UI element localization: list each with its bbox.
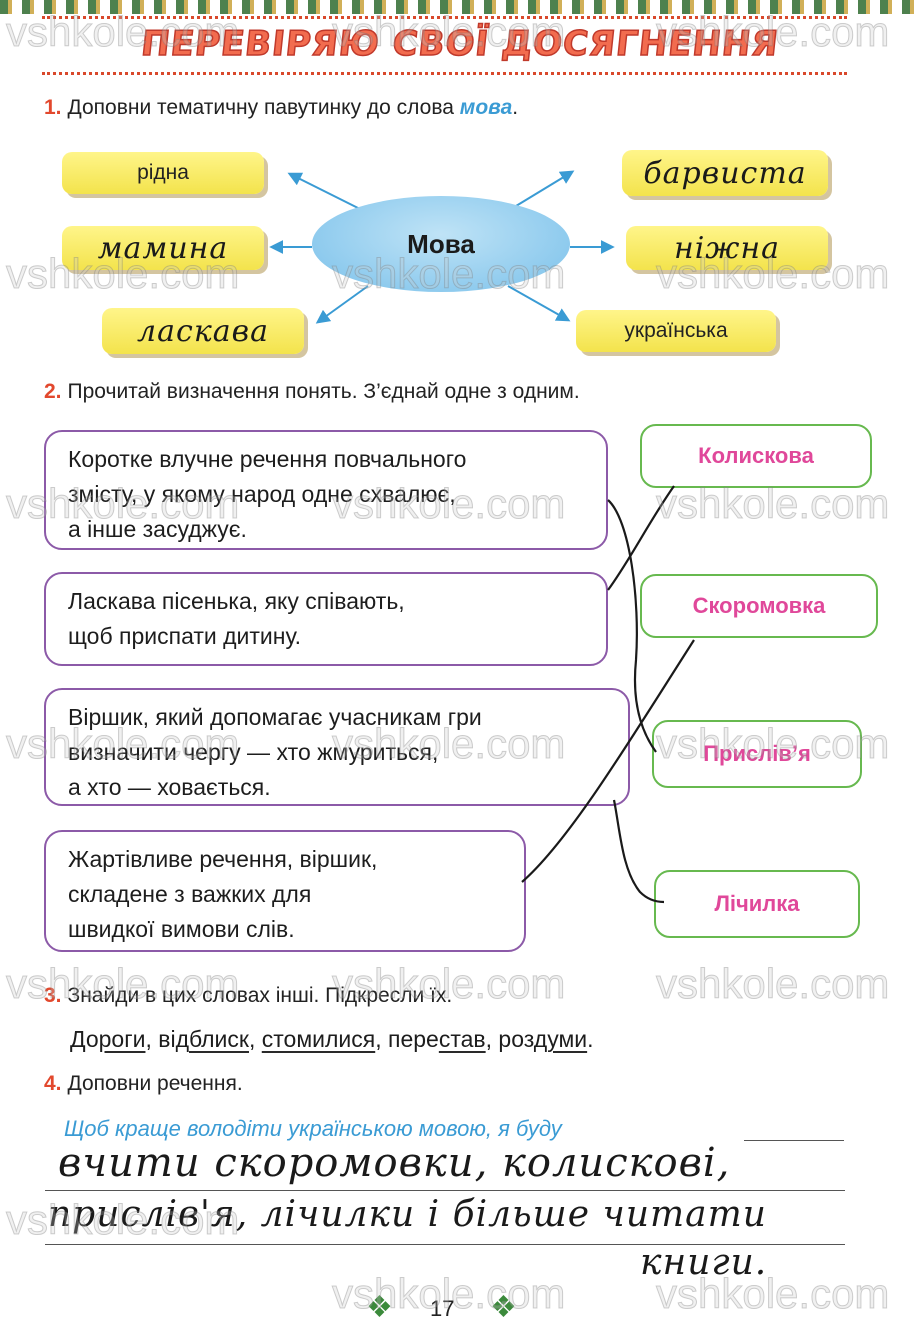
arrow-left-bottom bbox=[315, 285, 369, 324]
underlined-part: роги bbox=[98, 1026, 146, 1052]
underlined-part: блиск bbox=[189, 1026, 249, 1052]
task2-instruction: 2.Прочитай визначення понять. З’єднай од… bbox=[44, 380, 580, 404]
term-label: Прислів’я bbox=[703, 741, 811, 766]
definition-line: змісту, у якому народ одне схвалює, bbox=[68, 481, 456, 507]
definition-line: Ласкава пісенька, яку співають, bbox=[68, 588, 405, 614]
task3-text: Знайди в цих словах інші. Підкресли їх. bbox=[67, 984, 453, 1007]
underlined-part: стомилися bbox=[261, 1026, 376, 1052]
term-box-3: Прислів’я bbox=[652, 720, 862, 788]
definition-box-2: Ласкава пісенька, яку співають, щоб прис… bbox=[44, 572, 608, 666]
answer-line-2 bbox=[45, 1244, 845, 1245]
web-word-right-bottom: українська bbox=[624, 319, 728, 342]
web-tag-right-mid: ніжна bbox=[626, 226, 828, 270]
decorative-top-border bbox=[0, 0, 919, 14]
definition-line: Віршик, який допомагає учасникам гри bbox=[68, 704, 482, 730]
title-dotted-line-bottom bbox=[42, 72, 847, 75]
definition-line: визначити чергу — хто жмуриться, bbox=[68, 739, 439, 765]
word-3: стомилися, bbox=[261, 1026, 382, 1052]
task3-number: 3. bbox=[44, 984, 62, 1007]
web-word-right-top: барвиста bbox=[643, 155, 807, 191]
task2-number: 2. bbox=[44, 380, 62, 403]
center-word: Мова bbox=[407, 228, 475, 259]
definition-line: Жартівливе речення, віршик, bbox=[68, 846, 378, 872]
match-line-4 bbox=[521, 639, 695, 883]
web-tag-right-bottom: українська bbox=[576, 310, 776, 352]
definition-line: Коротке влучне речення повчального bbox=[68, 446, 467, 472]
term-label: Скоромовка bbox=[692, 593, 826, 618]
task3-word-list: Дороги, відблиск, стомилися, перестав, р… bbox=[70, 1026, 594, 1053]
term-label: Лічилка bbox=[714, 891, 800, 916]
ornament-left-icon: ❖ bbox=[366, 1291, 393, 1324]
task2-text: Прочитай визначення понять. З’єднай одне… bbox=[67, 380, 580, 403]
page-number: 17 bbox=[430, 1296, 455, 1321]
web-tag-left-mid: мамина bbox=[62, 226, 264, 270]
underlined-part: став bbox=[438, 1026, 486, 1052]
definition-box-3: Віршик, який допомагає учасникам гри виз… bbox=[44, 688, 630, 806]
term-label: Колискова bbox=[698, 443, 814, 468]
answer-line-0 bbox=[744, 1140, 844, 1141]
word-4: перестав, bbox=[388, 1026, 493, 1052]
task1-highlight: мова bbox=[459, 96, 513, 119]
center-cloud: Мова bbox=[312, 196, 570, 292]
web-tag-left-bottom: ласкава bbox=[102, 308, 304, 354]
handwritten-answer-line-1: вчити скоромовки, колискові, bbox=[58, 1140, 731, 1186]
task3-instruction: 3.Знайди в цих словах інші. Підкресли їх… bbox=[44, 984, 452, 1008]
handwritten-answer-line-3: книги. bbox=[640, 1242, 768, 1283]
definition-line: щоб приспати дитину. bbox=[68, 623, 302, 649]
task4-instruction: 4.Доповни речення. bbox=[44, 1072, 243, 1096]
definition-line: швидкої вимови слів. bbox=[68, 916, 295, 942]
match-line-1 bbox=[607, 499, 657, 753]
definition-line: а хто — ховається. bbox=[68, 774, 271, 800]
answer-line-1 bbox=[45, 1190, 845, 1191]
task4-text: Доповни речення. bbox=[67, 1072, 243, 1095]
definition-box-4: Жартівливе речення, віршик, складене з в… bbox=[44, 830, 526, 952]
word-5: роздуми. bbox=[498, 1026, 594, 1052]
term-box-1: Колискова bbox=[640, 424, 872, 488]
title-dotted-line-top bbox=[42, 16, 847, 19]
definition-box-1: Коротке влучне речення повчального зміст… bbox=[44, 430, 608, 550]
web-word-left-mid: мамина bbox=[97, 230, 229, 266]
definition-line: складене з важких для bbox=[68, 881, 312, 907]
task1-number: 1. bbox=[44, 96, 62, 119]
task1-end: . bbox=[512, 96, 519, 119]
definition-line: а інше засуджує. bbox=[68, 516, 247, 542]
ornament-right-icon: ❖ bbox=[490, 1291, 517, 1324]
task4-number: 4. bbox=[44, 1072, 62, 1095]
term-box-2: Скоромовка bbox=[640, 574, 878, 638]
match-line-3 bbox=[612, 799, 665, 904]
web-word-left-top: рідна bbox=[137, 161, 189, 184]
word-1: Дороги, bbox=[70, 1026, 152, 1052]
handwritten-answer-line-2: прислів'я, лічилки і більше читати bbox=[48, 1194, 767, 1235]
web-word-left-bottom: ласкава bbox=[137, 313, 269, 349]
task1-instruction: 1.Доповни тематичну павутинку до слова м… bbox=[44, 96, 518, 120]
arrow-left-top bbox=[287, 172, 363, 211]
word-2: відблиск, bbox=[158, 1026, 256, 1052]
arrow-right-bottom bbox=[507, 285, 571, 322]
term-box-4: Лічилка bbox=[654, 870, 860, 938]
arrow-right-top bbox=[515, 170, 575, 207]
match-line-2 bbox=[607, 485, 675, 591]
web-word-right-mid: ніжна bbox=[673, 230, 781, 266]
word-web-arrows bbox=[269, 170, 615, 324]
web-tag-left-top: рідна bbox=[62, 152, 264, 194]
web-tag-right-top: барвиста bbox=[622, 150, 828, 196]
underlined-part: думи bbox=[533, 1026, 588, 1052]
task1-text: Доповни тематичну павутинку до слова bbox=[67, 96, 454, 119]
task4-lead-sentence: Щоб краще володіти українською мовою, я … bbox=[64, 1116, 562, 1141]
